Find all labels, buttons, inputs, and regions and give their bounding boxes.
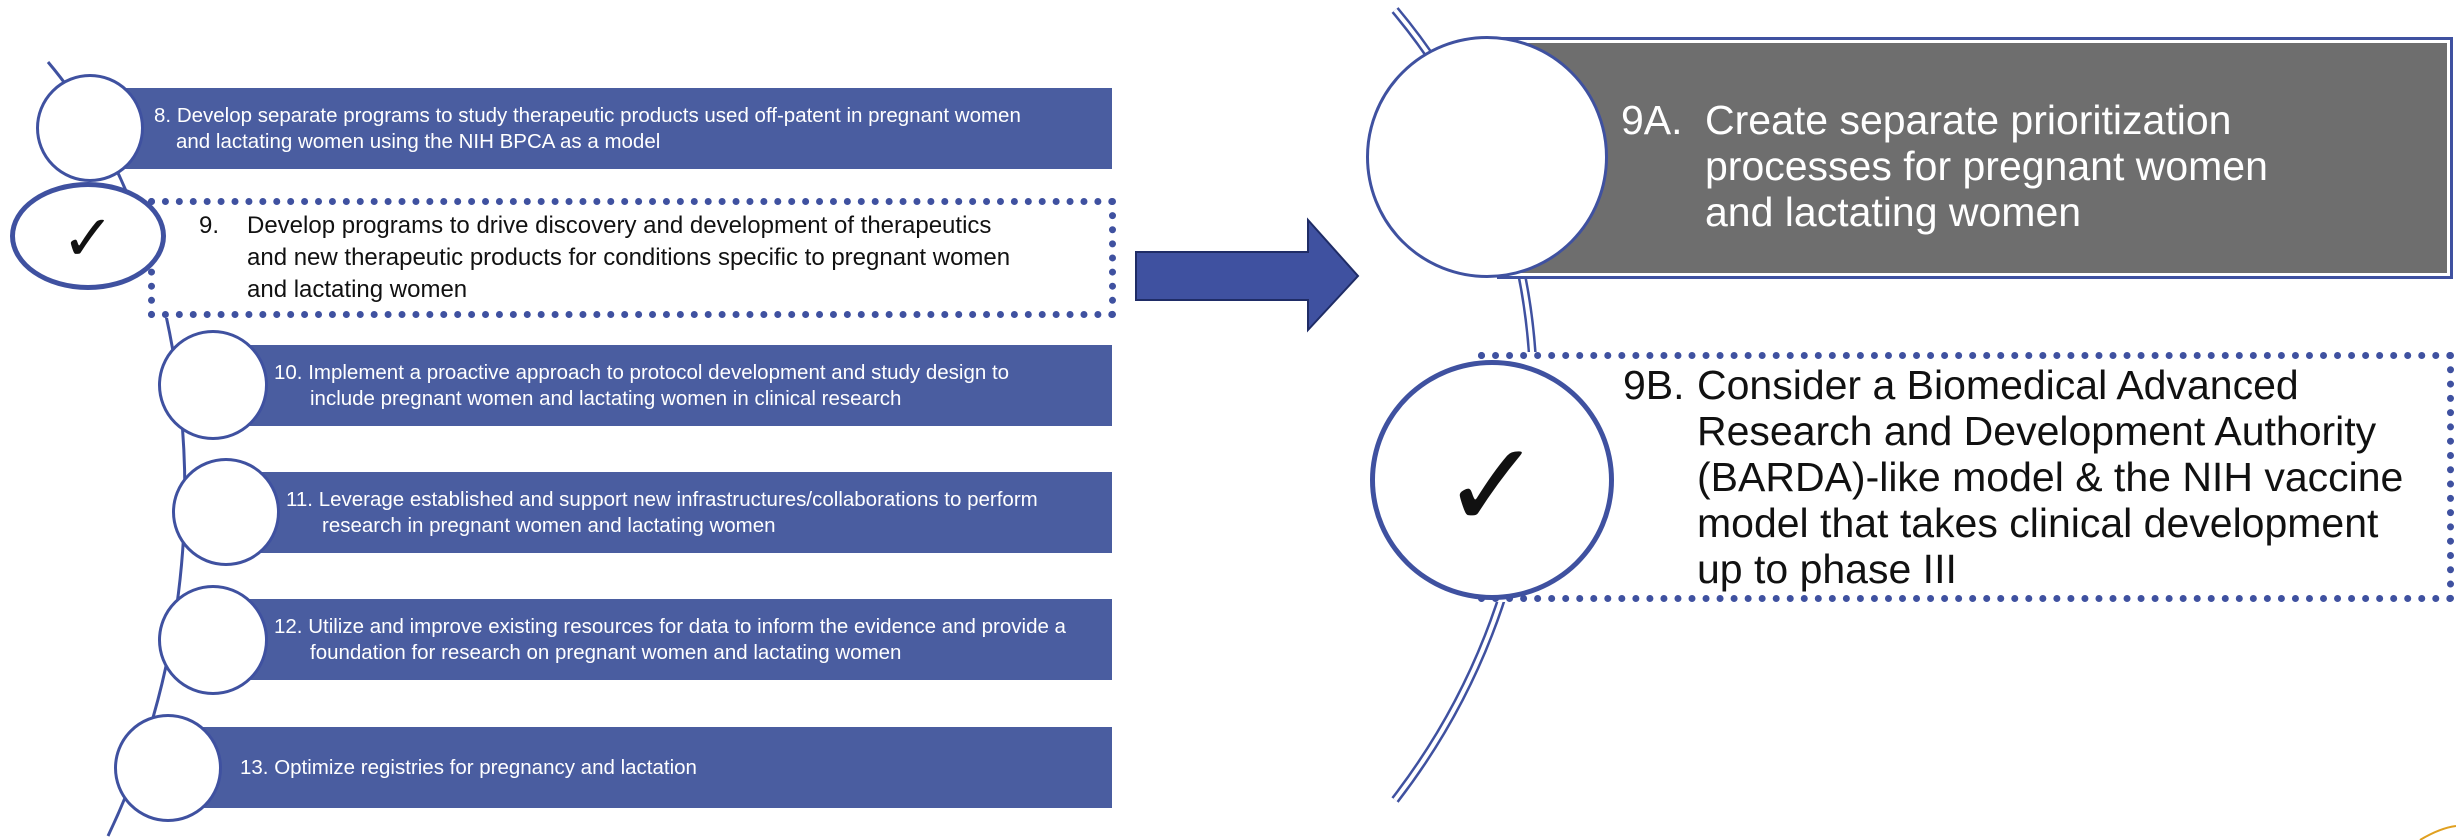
- item-9b-line3: (BARDA)-like model & the NIH vaccine: [1697, 454, 2404, 500]
- item-10-number: 10.: [274, 360, 303, 384]
- item-8-number: 8.: [154, 103, 172, 127]
- item-9-line1: Develop programs to drive discovery and …: [247, 212, 992, 239]
- item-11-number: 11.: [286, 487, 313, 511]
- item-9a-line2: processes for pregnant women: [1705, 143, 2268, 189]
- item-9b-box: 9B. Consider a Biomedical Advanced Resear…: [1478, 352, 2454, 602]
- item-10-circle: [158, 330, 268, 440]
- item-9-line2: and new therapeutic products for conditi…: [247, 244, 1011, 271]
- item-12-circle: [158, 585, 268, 695]
- item-11-bar: 11. Leverage established and support new…: [222, 472, 1112, 553]
- item-13-number: 13.: [240, 755, 269, 779]
- item-8-line2: and lactating women using the NIH BPCA a…: [176, 129, 661, 153]
- right-arrow-shape: [1135, 217, 1360, 333]
- item-9a-line1: Create separate prioritization: [1705, 97, 2232, 143]
- item-8-bar: 8. Develop separate programs to study th…: [96, 88, 1112, 169]
- item-13-line1: Optimize registries for pregnancy and la…: [274, 755, 697, 779]
- item-11-line1: Leverage established and support new inf…: [318, 487, 1038, 511]
- item-9a-circle: [1366, 36, 1608, 278]
- corner-accent: [2419, 825, 2456, 840]
- item-13-bar: 13. Optimize registries for pregnancy an…: [164, 727, 1112, 808]
- item-9-box: 9. Develop programs to drive discovery an…: [148, 198, 1116, 318]
- item-11-circle: [172, 458, 280, 566]
- item-9a-number: 9A.: [1621, 97, 1683, 143]
- item-9a-line3: and lactating women: [1705, 189, 2082, 235]
- item-11-line2: research in pregnant women and lactating…: [322, 513, 776, 537]
- check-icon: ✓: [61, 202, 115, 276]
- check-icon: ✓: [1441, 417, 1543, 556]
- item-12-bar: 12. Utilize and improve existing resourc…: [210, 599, 1112, 680]
- item-9b-number: 9B.: [1623, 362, 1685, 408]
- item-12-number: 12.: [274, 614, 303, 638]
- item-10-line2: include pregnant women and lactating wom…: [310, 386, 902, 410]
- item-10-line1: Implement a proactive approach to protoc…: [308, 360, 1010, 384]
- item-9b-line2: Research and Development Authority: [1697, 408, 2377, 454]
- item-8-circle: [36, 74, 144, 182]
- item-13-circle: [114, 714, 222, 822]
- item-9a-box: 9A. Create separate prioritization proces…: [1497, 37, 2453, 279]
- item-9b-line5: up to phase III: [1697, 546, 1957, 592]
- item-9b-line1: Consider a Biomedical Advanced: [1697, 362, 2299, 408]
- item-9b-circle: ✓: [1370, 360, 1614, 600]
- item-9-circle: ✓: [10, 182, 166, 290]
- item-12-line1: Utilize and improve existing resources f…: [308, 614, 1066, 638]
- item-9-line3: and lactating women: [247, 276, 468, 303]
- item-9-number: 9.: [199, 212, 220, 239]
- item-12-line2: foundation for research on pregnant wome…: [310, 640, 902, 664]
- item-9b-line4: model that takes clinical development: [1697, 500, 2379, 546]
- item-8-line1: Develop separate programs to study thera…: [176, 103, 1021, 127]
- item-10-bar: 10. Implement a proactive approach to pr…: [210, 345, 1112, 426]
